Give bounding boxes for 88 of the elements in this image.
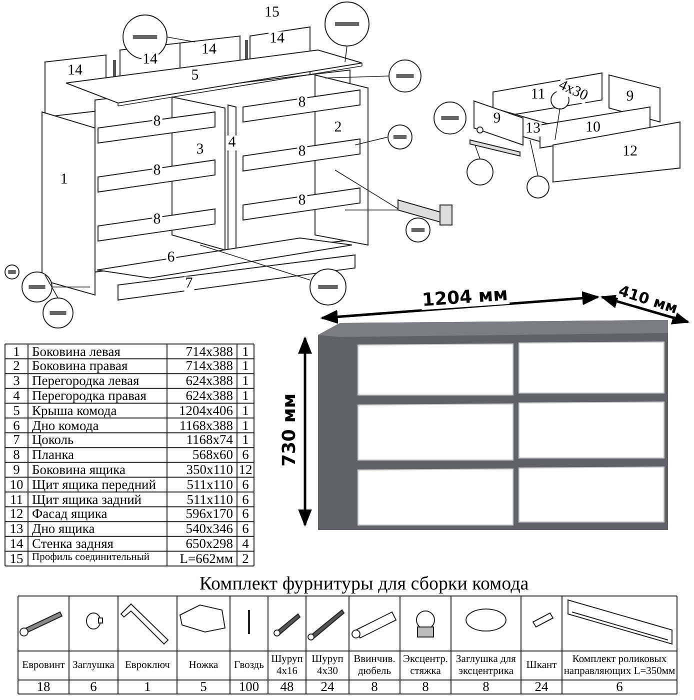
part-name: Боковина ящика	[31, 463, 126, 476]
part-size: 624x388	[184, 374, 234, 388]
part-number: 1	[12, 345, 21, 358]
part-quantity: 2	[241, 552, 250, 565]
hardware-name: Заглушка для эксцентрика	[455, 652, 517, 678]
part-number: 4	[12, 389, 21, 402]
part-quantity: 1	[241, 389, 250, 402]
callout-number: 4	[227, 136, 237, 150]
part-quantity: 6	[241, 448, 250, 462]
part-number: 5	[12, 404, 21, 417]
hardware-quantity: 5	[199, 681, 208, 693]
part-number: 7	[12, 434, 21, 447]
part-quantity: 1	[241, 434, 250, 447]
part-number: 2	[12, 360, 21, 373]
hardware-name: Шуруп 4x16	[270, 652, 304, 678]
part-size: 511x110	[186, 478, 234, 491]
part-number: 15	[8, 552, 24, 565]
hardware-name: Евровинт	[21, 658, 66, 672]
hardware-quantity: 8	[482, 681, 490, 693]
part-quantity: 6	[241, 493, 250, 506]
part-name: Дно ящика	[31, 522, 96, 536]
part-size: 714x388	[184, 345, 234, 358]
hardware-quantity: 1	[143, 681, 152, 693]
part-name: Боковина левая	[31, 345, 122, 358]
part-number: 6	[12, 419, 21, 432]
part-name: Щит ящика задний	[31, 493, 142, 506]
part-quantity: 1	[241, 404, 250, 417]
hardware-quantity: 8	[370, 681, 379, 693]
part-size: 568x60	[192, 448, 234, 462]
hardware-name: Евроключ	[124, 658, 171, 672]
hardware-name: Ножка	[188, 658, 220, 672]
part-size: 624x388	[184, 389, 234, 402]
hardware-quantity: 24	[534, 681, 550, 693]
part-quantity: 6	[241, 478, 250, 491]
part-number: 10	[8, 478, 24, 491]
part-name: Профиль соединительный	[31, 552, 150, 565]
hardware-quantity: 8	[421, 681, 430, 693]
part-name: Перегородка правая	[31, 389, 148, 402]
part-quantity: 6	[241, 522, 250, 536]
part-name: Дно комода	[31, 419, 99, 432]
part-size: 511x110	[186, 493, 234, 506]
part-size: 596x170	[184, 508, 234, 521]
table-heading: Комплект фурнитуры для сборки комода	[198, 574, 530, 594]
part-size: 714x388	[184, 360, 234, 373]
part-name: Фасад ящика	[31, 508, 108, 521]
part-quantity: 6	[241, 508, 250, 521]
part-size: L=662мм	[178, 552, 234, 565]
part-quantity: 1	[241, 345, 250, 358]
part-size: 1168x74	[185, 434, 234, 447]
part-number: 3	[12, 374, 21, 388]
part-quantity: 1	[241, 360, 250, 373]
part-name: Перегородка левая	[31, 374, 140, 388]
part-number: 11	[9, 493, 24, 506]
hardware-name: Заглушка	[72, 658, 116, 672]
part-quantity: 1	[241, 374, 250, 388]
part-number: 9	[12, 463, 21, 476]
hardware-name: Ввинчив. дюбель	[352, 652, 396, 678]
hardware-quantity: 48	[279, 681, 295, 693]
hardware-quantity: 18	[36, 681, 52, 693]
part-quantity: 4	[241, 537, 250, 550]
part-number: 12	[8, 508, 24, 521]
hardware-quantity: 100	[238, 681, 260, 693]
hardware-quantity: 6	[89, 681, 98, 693]
part-number: 14	[8, 537, 24, 550]
hardware-quantity: 24	[320, 681, 336, 693]
part-size: 1168x388	[178, 419, 234, 432]
part-quantity: 12	[238, 463, 253, 476]
part-name: Цоколь	[31, 434, 74, 447]
part-name: Щит ящика передний	[31, 478, 157, 491]
part-number: 13	[8, 522, 24, 536]
hardware-name: Шкант	[525, 658, 558, 672]
part-size: 1204x406	[178, 404, 234, 417]
hardware-name: Эксцентр. стяжка	[402, 652, 449, 678]
hardware-name: Шуруп 4x30	[310, 652, 344, 678]
part-name: Планка	[31, 448, 76, 462]
part-size: 350x110	[185, 463, 234, 476]
part-name: Боковина правая	[31, 360, 129, 373]
hardware-name: Гвоздь	[233, 658, 265, 672]
part-size: 540x346	[184, 522, 234, 536]
callout-number: 13	[524, 122, 542, 136]
part-quantity: 1	[241, 419, 250, 432]
part-number: 8	[12, 448, 21, 462]
hardware-name: Комплект роликовых направляющих L=350мм	[563, 652, 676, 678]
part-name: Стенка задняя	[31, 537, 115, 550]
hardware-quantity: 6	[615, 681, 624, 693]
callout-number: 7	[184, 276, 194, 292]
part-name: Крыша комода	[31, 404, 117, 417]
part-size: 650x298	[184, 537, 234, 550]
